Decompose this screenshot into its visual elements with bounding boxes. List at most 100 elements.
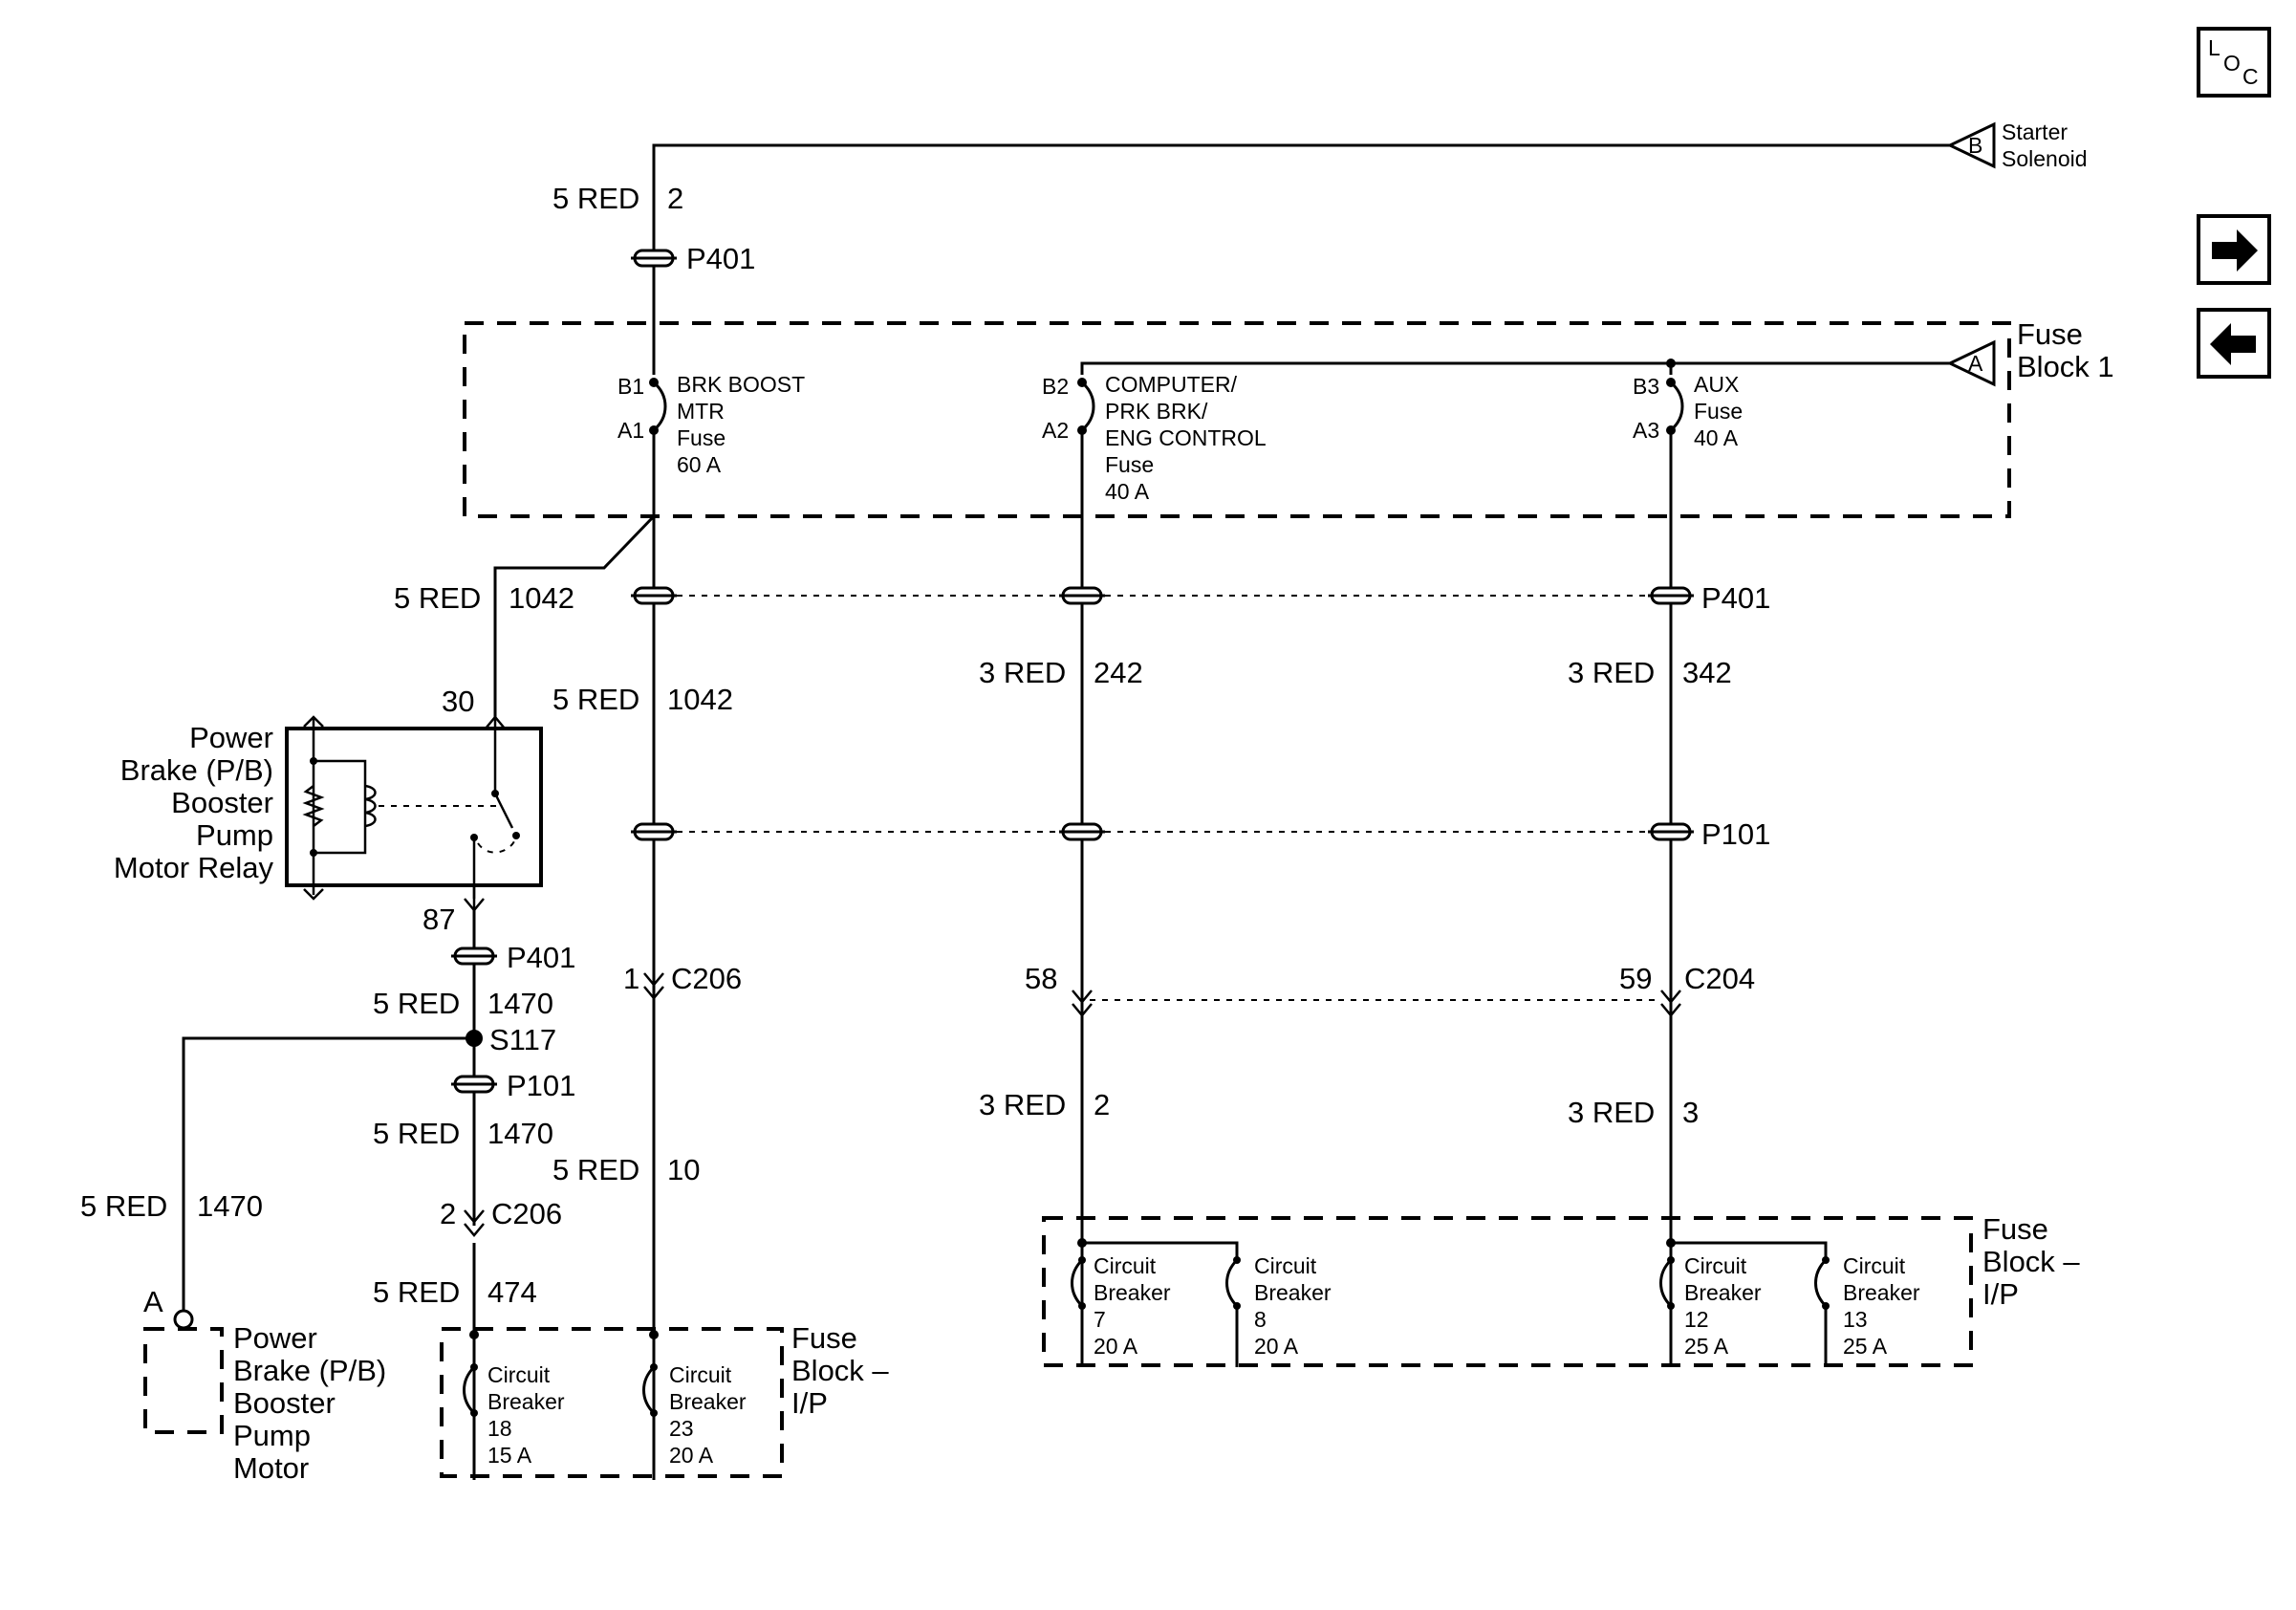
wire-circuit-label: 1470 bbox=[197, 1189, 263, 1223]
motor-label: Motor bbox=[233, 1451, 309, 1485]
next-page-button[interactable] bbox=[2197, 214, 2271, 285]
breaker-label: Circuit bbox=[487, 1362, 551, 1387]
breaker-label: Breaker bbox=[1843, 1280, 1920, 1305]
connector-label: P401 bbox=[686, 242, 755, 275]
fuse-brk-boost bbox=[649, 378, 667, 435]
relay-label: Booster bbox=[171, 786, 273, 819]
connector-c206-pin2 bbox=[464, 1209, 485, 1237]
fuse-block-1-outline bbox=[463, 321, 2011, 518]
starter-label-2: Solenoid bbox=[2002, 146, 2088, 171]
breaker-label: Circuit bbox=[1254, 1253, 1317, 1278]
fuse-label: BRK BOOST bbox=[677, 372, 805, 397]
connector-c204 bbox=[1072, 990, 1681, 1017]
connector-label: C204 bbox=[1684, 962, 1755, 995]
breaker-label: 25 A bbox=[1684, 1334, 1729, 1359]
wire-circuit-label: 2 bbox=[667, 182, 683, 215]
relay-pin-label: 87 bbox=[422, 903, 455, 936]
wire-gauge-label: 5 RED bbox=[552, 182, 639, 215]
fuse-block-1-label-2: Block 1 bbox=[2017, 350, 2114, 383]
connector-label: P401 bbox=[1701, 581, 1770, 615]
fuse-label: COMPUTER/ bbox=[1105, 372, 1238, 397]
motor-label: Pump bbox=[233, 1419, 311, 1452]
motor-label: Power bbox=[233, 1321, 317, 1355]
splice-label: S117 bbox=[489, 1023, 556, 1056]
fuse-label: Fuse bbox=[1694, 399, 1743, 424]
breaker-label: Breaker bbox=[1094, 1280, 1171, 1305]
circuit-breaker-8 bbox=[1225, 1256, 1241, 1367]
connector-label: C206 bbox=[671, 962, 742, 995]
wire-gauge-label: 3 RED bbox=[979, 1088, 1066, 1121]
circuit-breaker-12 bbox=[1659, 1238, 1676, 1367]
fuse-block-ip-label: Block – bbox=[1982, 1245, 2080, 1278]
fuse-pin-label: A2 bbox=[1042, 418, 1069, 443]
breaker-label: Breaker bbox=[669, 1389, 747, 1414]
fuse-block-bus: A bbox=[1080, 339, 1996, 387]
fuse-pin-label: A1 bbox=[617, 418, 644, 443]
connector-p401-row bbox=[631, 586, 1694, 605]
motor-label: Brake (P/B) bbox=[233, 1354, 386, 1387]
wire-gauge-label: 5 RED bbox=[373, 1275, 460, 1309]
breaker-label: 20 A bbox=[1094, 1334, 1138, 1359]
fuse-pin-label: B2 bbox=[1042, 374, 1069, 399]
fuse-block-ip-label: I/P bbox=[791, 1386, 828, 1420]
breaker-label: 23 bbox=[669, 1416, 694, 1441]
wire-circuit-label: 10 bbox=[667, 1153, 700, 1186]
wire-circuit-label: 242 bbox=[1094, 656, 1143, 689]
breaker-label: 12 bbox=[1684, 1307, 1709, 1332]
fuse-label: ENG CONTROL bbox=[1105, 425, 1267, 450]
breaker-label: 8 bbox=[1254, 1307, 1267, 1332]
fuse-label: Fuse bbox=[677, 425, 726, 450]
breaker-label: 25 A bbox=[1843, 1334, 1888, 1359]
fuse-block-ip-label: Fuse bbox=[791, 1321, 857, 1355]
breaker-label: 20 A bbox=[669, 1443, 714, 1468]
connector-p101-relay bbox=[451, 1075, 497, 1094]
starter-terminal-letter: B bbox=[1968, 133, 1982, 158]
connector-label: P401 bbox=[507, 941, 575, 974]
breaker-label: Circuit bbox=[669, 1362, 732, 1387]
fuse-block-ip-label: Fuse bbox=[1982, 1212, 2048, 1246]
starter-feed-wire: B Starter Solenoid bbox=[652, 120, 2088, 375]
wire-gauge-label: 3 RED bbox=[1568, 656, 1655, 689]
breaker-label: Breaker bbox=[487, 1389, 565, 1414]
connector-c206-pin1 bbox=[643, 972, 664, 1000]
wire-gauge-label: 5 RED bbox=[394, 581, 481, 615]
fuse-label: 40 A bbox=[1694, 425, 1739, 450]
breaker-label: 13 bbox=[1843, 1307, 1868, 1332]
fuse-block-1-label-1: Fuse bbox=[2017, 317, 2083, 351]
motor-terminal-label: A bbox=[143, 1285, 163, 1318]
wire-gauge-label: 5 RED bbox=[552, 1153, 639, 1186]
connector-label: P101 bbox=[1701, 817, 1770, 851]
power-brake-relay bbox=[285, 715, 543, 912]
loc-letter-l: L bbox=[2208, 35, 2220, 60]
wire-gauge-label: 5 RED bbox=[373, 1117, 460, 1150]
circuit-breaker-23 bbox=[642, 1330, 659, 1417]
circuit-breaker-18 bbox=[463, 1330, 479, 1417]
wire-circuit-label: 1042 bbox=[509, 581, 574, 615]
wire-circuit-label: 1042 bbox=[667, 683, 733, 716]
fuse-block-terminal-letter: A bbox=[1968, 351, 1983, 376]
connector-pin-label: 2 bbox=[440, 1197, 456, 1230]
previous-page-button[interactable] bbox=[2197, 308, 2271, 379]
fuse-aux bbox=[1666, 378, 1684, 435]
wire-gauge-label: 3 RED bbox=[1568, 1096, 1655, 1129]
wire-circuit-label: 342 bbox=[1682, 656, 1732, 689]
circuit-breaker-13 bbox=[1814, 1256, 1830, 1367]
motor-label: Booster bbox=[233, 1386, 336, 1420]
wire-1042-branch bbox=[493, 514, 656, 717]
breaker-label: 18 bbox=[487, 1416, 512, 1441]
connector-pin-label: 59 bbox=[1619, 962, 1652, 995]
fuse-block-terminal-symbol bbox=[1946, 339, 1996, 387]
fuse-pin-label: A3 bbox=[1633, 418, 1659, 443]
fuse-label: Fuse bbox=[1105, 452, 1154, 477]
breaker-label: 15 A bbox=[487, 1443, 532, 1468]
starter-terminal-symbol bbox=[1946, 121, 1996, 169]
wire-circuit-label: 474 bbox=[487, 1275, 537, 1309]
loc-button[interactable]: L O C bbox=[2197, 27, 2271, 98]
fuse-label: 60 A bbox=[677, 452, 722, 477]
breaker-label: Breaker bbox=[1684, 1280, 1762, 1305]
circuit-breaker-7 bbox=[1071, 1238, 1087, 1367]
fuse-block-ip-left bbox=[440, 1327, 784, 1478]
wire-gauge-label: 3 RED bbox=[979, 656, 1066, 689]
fuse-label: MTR bbox=[677, 399, 725, 424]
